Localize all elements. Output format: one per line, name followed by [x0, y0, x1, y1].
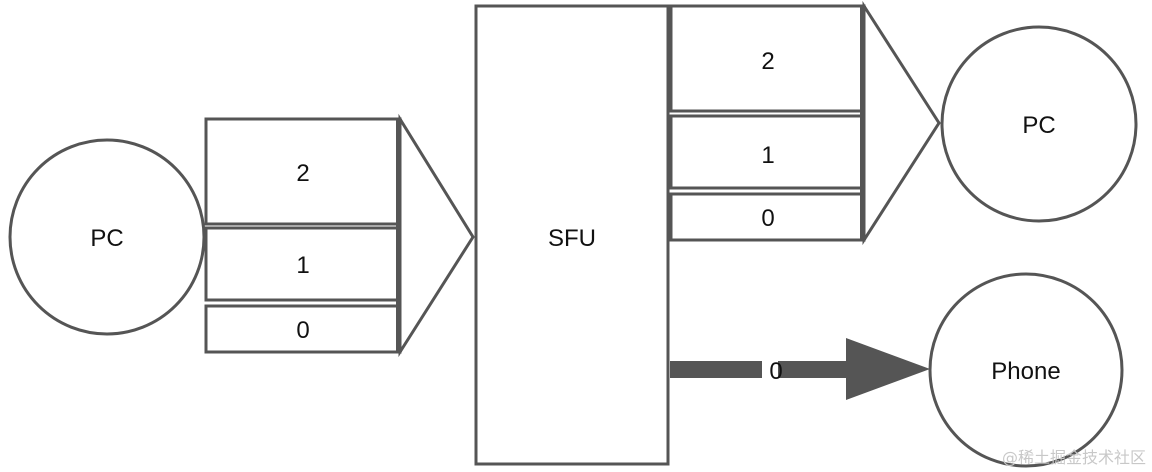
sfu-label: SFU [548, 225, 596, 252]
sender-layer-0: 0 [296, 317, 309, 344]
phone-label: Phone [991, 358, 1060, 385]
sender-layer-1: 1 [296, 252, 309, 279]
sender-label: PC [90, 225, 123, 252]
sender-layer-stack: 2 1 0 [204, 117, 402, 354]
sender-node: PC [8, 138, 206, 336]
receiver-pc-node: PC [940, 25, 1138, 223]
receiver-pc-layer-1: 1 [761, 142, 774, 169]
receiver-pc-label: PC [1022, 112, 1055, 139]
sender-layer-2: 2 [296, 160, 309, 187]
watermark-text: @稀土掘金技术社区 [1002, 448, 1146, 467]
receiver-pc-arrowhead [862, 0, 941, 246]
receiver-pc-layer-2: 2 [761, 48, 774, 75]
sfu-node: SFU [474, 4, 670, 466]
receiver-pc-layer-stack: 2 1 0 [669, 4, 866, 242]
receiver-pc-layer-0: 0 [761, 205, 774, 232]
phone-arrow: 0 [670, 338, 930, 400]
phone-node: Phone [928, 272, 1124, 468]
phone-layer-0: 0 [769, 358, 782, 385]
sender-arrowhead [398, 113, 475, 358]
